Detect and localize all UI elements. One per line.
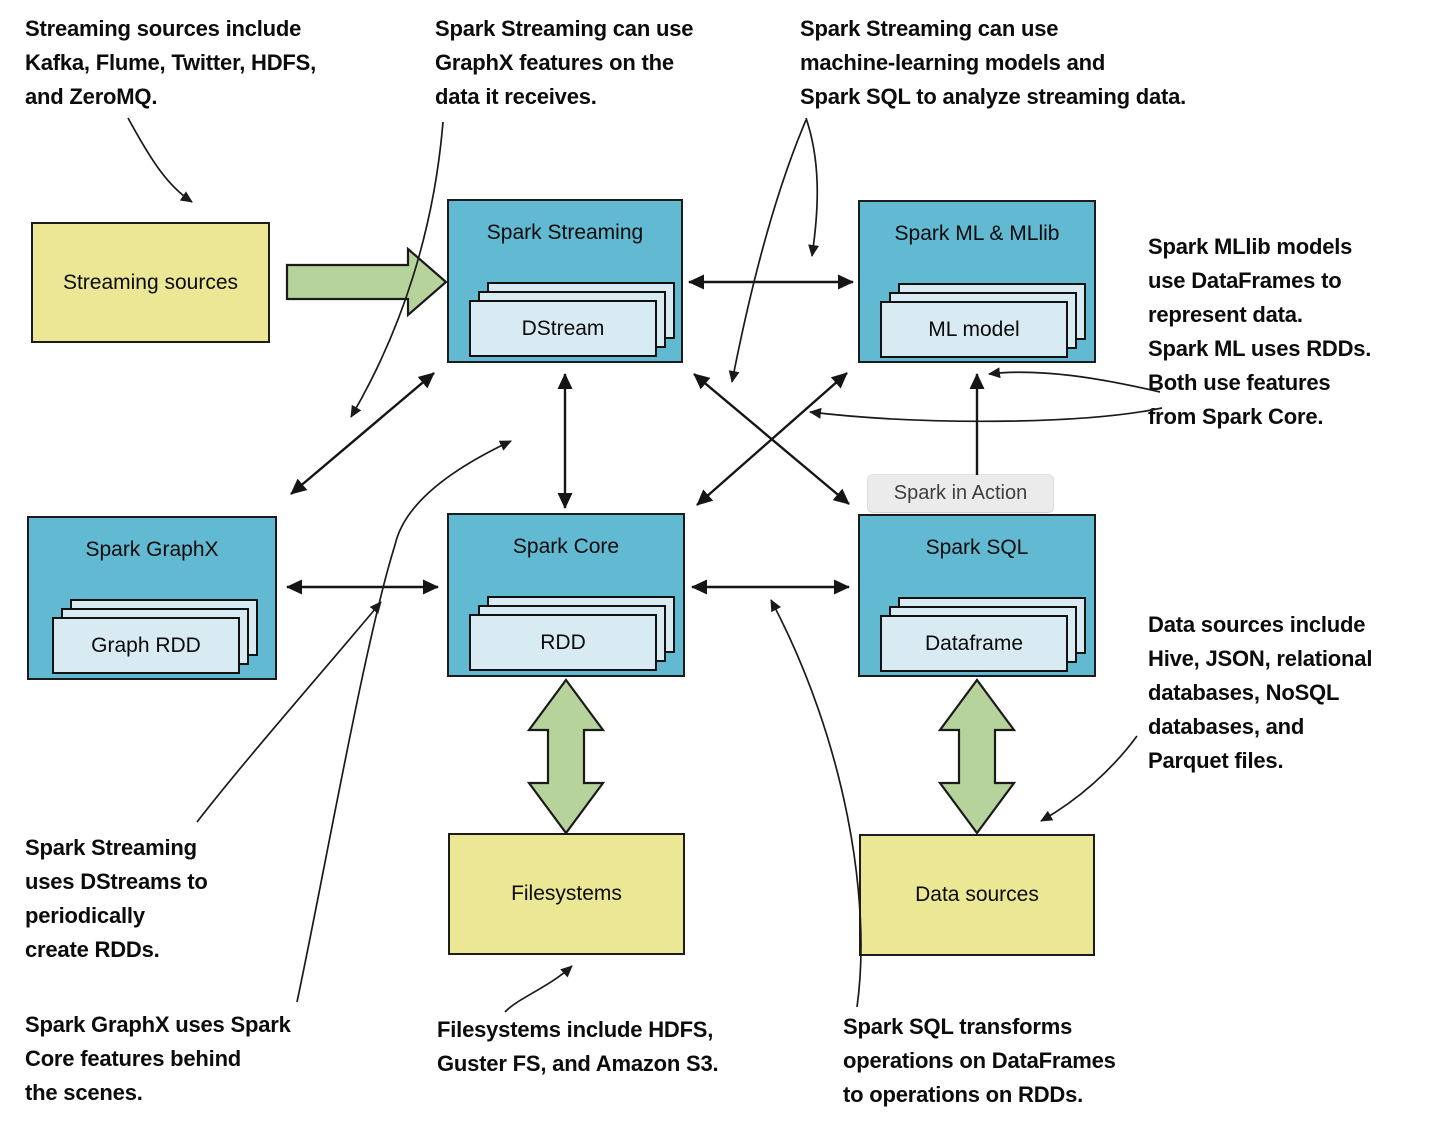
note-sql-transforms: Spark SQL transforms operations on DataF… bbox=[843, 1014, 1116, 1107]
pointer-graphx-use-note bbox=[350, 121, 444, 418]
card-label: RDD bbox=[540, 630, 586, 654]
card-front: DStream bbox=[469, 300, 657, 357]
pointer-mllib-note-a bbox=[988, 367, 1161, 393]
component-title: Spark GraphX bbox=[85, 538, 219, 561]
card-front: Graph RDD bbox=[52, 617, 240, 674]
external-streaming-sources: Streaming sources bbox=[31, 222, 270, 343]
card-label: DStream bbox=[521, 316, 605, 340]
card-stack: DStream bbox=[469, 282, 679, 360]
green-arrow-core-filesystems bbox=[526, 678, 606, 835]
note-streaming-sources: Streaming sources include Kafka, Flume, … bbox=[25, 16, 317, 109]
component-spark-sql: Spark SQL Dataframe bbox=[858, 514, 1096, 677]
arrow-graphx-streaming bbox=[290, 372, 435, 495]
external-data-sources: Data sources bbox=[859, 834, 1095, 956]
pointer-sql-transforms-note bbox=[770, 599, 862, 1008]
component-spark-core: Spark Core RDD bbox=[447, 513, 685, 677]
pointer-mllib-note-b bbox=[809, 407, 1163, 423]
card-label: ML model bbox=[928, 317, 1020, 341]
pointer-sql-use-note bbox=[728, 119, 807, 383]
component-title: Spark SQL bbox=[925, 536, 1029, 559]
component-spark-streaming: Spark Streaming DStream bbox=[447, 199, 683, 363]
note-graphx-core: Spark GraphX uses Spark Core features be… bbox=[25, 1012, 291, 1105]
tooltip-spark-in-action[interactable]: Spark in Action bbox=[868, 475, 1053, 512]
component-title: Spark Streaming bbox=[486, 221, 644, 244]
card-stack: RDD bbox=[469, 596, 679, 674]
card-label: Dataframe bbox=[924, 631, 1024, 655]
external-filesystems: Filesystems bbox=[448, 833, 685, 955]
note-ml-sql-use: Spark Streaming can use machine-learning… bbox=[800, 16, 1187, 109]
note-filesystems: Filesystems include HDFS, Guster FS, and… bbox=[437, 1017, 719, 1076]
pointer-streaming-sources-note bbox=[127, 117, 193, 203]
green-arrow-sources-to-streaming bbox=[285, 246, 448, 318]
note-dstreams: Spark Streaming uses DStreams to periodi… bbox=[25, 835, 208, 962]
component-title: Spark ML & MLlib bbox=[894, 222, 1060, 245]
card-front: Dataframe bbox=[880, 615, 1068, 672]
note-data-sources: Data sources include Hive, JSON, relatio… bbox=[1148, 612, 1373, 773]
card-label: Graph RDD bbox=[91, 633, 201, 657]
arrow-ml-core bbox=[696, 372, 848, 506]
pointer-data-sources-note bbox=[1040, 735, 1138, 822]
note-mllib: Spark MLlib models use DataFrames to rep… bbox=[1148, 234, 1372, 429]
note-graphx-use: Spark Streaming can use GraphX features … bbox=[435, 16, 694, 109]
pointer-filesystems-note bbox=[504, 965, 573, 1013]
green-arrow-sql-datasources bbox=[937, 678, 1017, 835]
card-stack: ML model bbox=[880, 283, 1090, 361]
card-stack: Graph RDD bbox=[52, 599, 262, 677]
component-spark-graphx: Spark GraphX Graph RDD bbox=[27, 516, 277, 680]
component-spark-ml-mllib: Spark ML & MLlib ML model bbox=[858, 200, 1096, 363]
card-front: ML model bbox=[880, 301, 1068, 358]
card-stack: Dataframe bbox=[880, 597, 1090, 675]
arrow-streaming-sql bbox=[693, 373, 850, 505]
card-front: RDD bbox=[469, 614, 657, 671]
component-title: Spark Core bbox=[512, 535, 620, 558]
pointer-ml-use-note bbox=[805, 117, 820, 257]
